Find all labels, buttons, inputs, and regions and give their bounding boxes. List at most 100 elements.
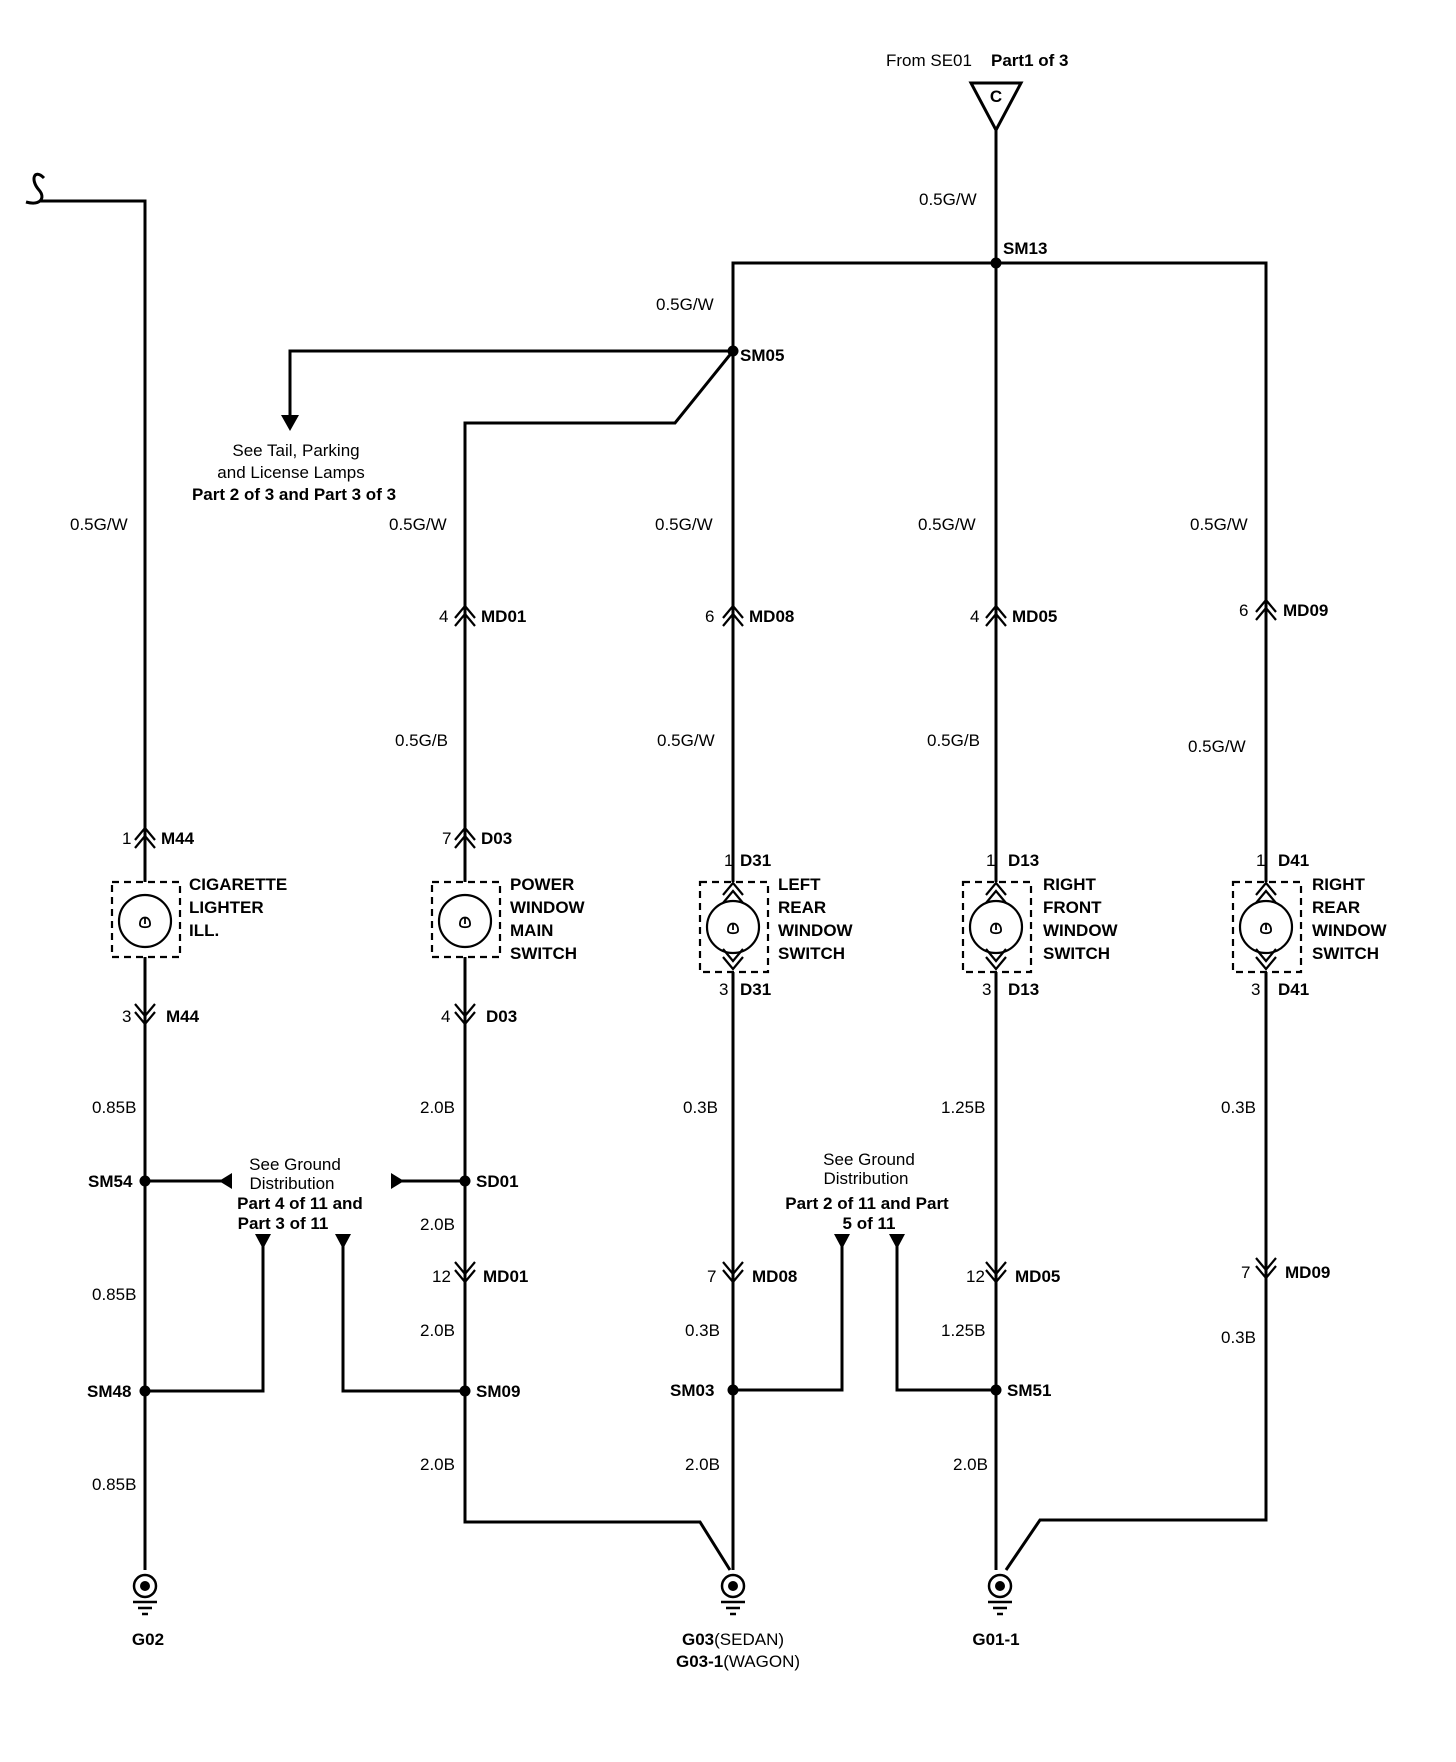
connector-label: D31 <box>740 851 771 870</box>
splice-sm54 <box>139 1175 151 1187</box>
pin-number: 7 <box>707 1267 716 1286</box>
note-line: Part 4 of 11 and <box>237 1194 363 1213</box>
connector-label: MD08 <box>749 607 794 626</box>
note-line: See Tail, Parking <box>232 441 359 460</box>
ground-distribution-note-2: See Ground Distribution Part 2 of 11 and… <box>785 1150 949 1233</box>
component-label: POWER <box>510 875 574 894</box>
ground-g03: G03(SEDAN) G03-1(WAGON) <box>676 1573 800 1671</box>
component-label: CIGARETTE <box>189 875 287 894</box>
source-from-label: From SE01 <box>886 51 972 70</box>
wire-label: 0.5G/W <box>389 515 447 534</box>
wire-label: 0.85B <box>92 1285 136 1304</box>
splice-sm05 <box>727 345 739 357</box>
splice-label-sm05: SM05 <box>740 346 784 365</box>
splice-label-sm09: SM09 <box>476 1382 520 1401</box>
wire-label: 0.85B <box>92 1098 136 1117</box>
connector-label: D41 <box>1278 851 1309 870</box>
ground-ref-arrow-icon <box>335 1234 351 1249</box>
wire-label: 2.0B <box>420 1098 455 1117</box>
pin-number: 4 <box>441 1007 450 1026</box>
connector-label: MD05 <box>1012 607 1057 626</box>
wire-label: 0.5G/W <box>1190 515 1248 534</box>
ground-g01-1: G01-1 <box>972 1573 1020 1649</box>
component-label: WINDOW <box>778 921 854 940</box>
source-triangle-icon <box>968 81 1024 134</box>
note-line: Distribution <box>249 1174 334 1193</box>
right-front-window-switch-column: 1 D13 RIGHT FRONT WINDOW SWITCH 3 D13 <box>961 851 1119 999</box>
connector-label: M44 <box>166 1007 200 1026</box>
component-label: RIGHT <box>1043 875 1097 894</box>
wire-label: 2.0B <box>953 1455 988 1474</box>
source-connector: From SE01 Part1 of 3 C <box>886 51 1068 134</box>
connector-label: MD09 <box>1285 1263 1330 1282</box>
bulb-icon <box>117 893 173 949</box>
pin-number: 1 <box>986 851 995 870</box>
splice-sm51 <box>990 1384 1002 1396</box>
component-label: WINDOW <box>1043 921 1119 940</box>
wire-label: 0.3B <box>1221 1328 1256 1347</box>
wire-labels: 0.5G/W 0.5G/W 0.5G/W 0.5G/W 0.5G/W 0.5G/… <box>70 190 1256 1494</box>
wire-label: 0.3B <box>683 1098 718 1117</box>
cigarette-lighter-column: 1 M44 CIGARETTE LIGHTER ILL. 3 M44 <box>110 826 287 1026</box>
pin-number: 4 <box>970 607 979 626</box>
right-rear-window-switch-column: 1 D41 RIGHT REAR WINDOW SWITCH 3 D41 <box>1231 851 1388 999</box>
wire-label: 2.0B <box>420 1455 455 1474</box>
wire-label: 2.0B <box>420 1215 455 1234</box>
md-connectors: 4 MD01 6 MD08 4 MD05 6 MD09 <box>439 598 1328 628</box>
pin-number: 1 <box>1256 851 1265 870</box>
power-window-main-switch-column: 7 D03 POWER WINDOW MAIN SWITCH 4 D03 <box>430 826 586 1026</box>
pin-number: 3 <box>982 980 991 999</box>
connector-label: D31 <box>740 980 771 999</box>
component-label: MAIN <box>510 921 553 940</box>
source-part-label: Part1 of 3 <box>991 51 1068 70</box>
wire-label: 0.5G/B <box>927 731 980 750</box>
ground-variant: (WAGON) <box>723 1652 800 1671</box>
wire-label: 0.5G/B <box>395 731 448 750</box>
splice-sm09 <box>459 1385 471 1397</box>
left-rear-window-switch-column: 1 D31 LEFT REAR WINDOW SWITCH 3 D31 <box>698 851 854 999</box>
pin-number: 3 <box>1251 980 1260 999</box>
ground-id: G03 <box>682 1630 714 1649</box>
ground-g02: G02 <box>131 1573 164 1649</box>
pin-number: 3 <box>122 1007 131 1026</box>
connector-label: MD01 <box>481 607 526 626</box>
bulb-icon <box>968 899 1024 955</box>
component-label: RIGHT <box>1312 875 1366 894</box>
component-label: LEFT <box>778 875 821 894</box>
splice-label-sm54: SM54 <box>88 1172 133 1191</box>
tail-lamps-note: See Tail, Parking and License Lamps Part… <box>192 441 396 504</box>
splice-label-sm03: SM03 <box>670 1381 714 1400</box>
pin-number: 12 <box>966 1267 985 1286</box>
wire-label: 2.0B <box>685 1455 720 1474</box>
ground-ref-arrow-icon <box>219 1173 232 1189</box>
wire-label: 2.0B <box>420 1321 455 1340</box>
note-line: Distribution <box>823 1169 908 1188</box>
wire-label: 0.3B <box>1221 1098 1256 1117</box>
component-label: SWITCH <box>1312 944 1379 963</box>
ground-icon <box>986 1573 1014 1616</box>
wire-label: 0.85B <box>92 1475 136 1494</box>
connector-label: D13 <box>1008 980 1039 999</box>
wire-label: 1.25B <box>941 1098 985 1117</box>
connector-label: D03 <box>486 1007 517 1026</box>
ground-ref-arrow-icon <box>834 1234 850 1249</box>
pin-number: 6 <box>1239 601 1248 620</box>
connector-label: MD08 <box>752 1267 797 1286</box>
splice-dots <box>139 257 1002 1397</box>
wire-label: 0.3B <box>685 1321 720 1340</box>
arrow-heads <box>219 415 905 1249</box>
md-connectors-lower: 12 MD01 7 MD08 12 MD05 7 MD09 <box>432 1256 1330 1286</box>
ground-label: G02 <box>132 1630 164 1649</box>
pin-number: 4 <box>439 607 448 626</box>
bulb-icon <box>437 893 493 949</box>
ground-icon <box>719 1573 747 1616</box>
component-label: FRONT <box>1043 898 1102 917</box>
wire-label: 0.5G/W <box>657 731 715 750</box>
component-label: SWITCH <box>510 944 577 963</box>
pin-number: 7 <box>1241 1263 1250 1282</box>
note-line: and License Lamps <box>217 463 364 482</box>
splice-label-sm48: SM48 <box>87 1382 131 1401</box>
ground-icon <box>131 1573 159 1616</box>
wire-label: 0.5G/W <box>70 515 128 534</box>
